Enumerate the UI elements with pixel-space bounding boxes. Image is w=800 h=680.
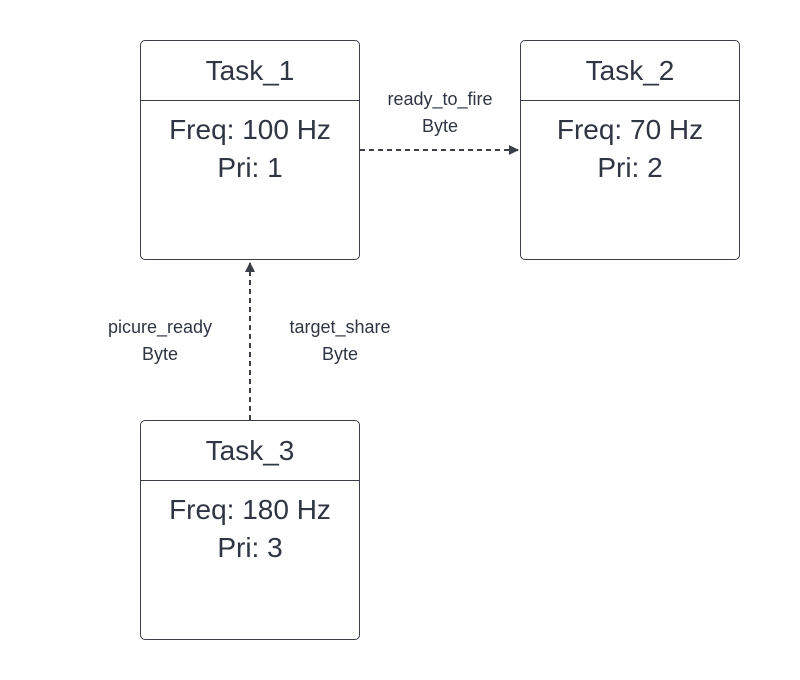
edge-label-type: Byte: [421, 116, 459, 136]
task-2-attributes: Freq: 70 Hz Pri: 2: [521, 101, 739, 187]
task-1-freq: Freq: 100 Hz: [169, 114, 331, 145]
task-2-freq: Freq: 70 Hz: [556, 114, 704, 145]
task-1-box[interactable]: Task_1 Freq: 100 Hz Pri: 1: [140, 40, 360, 260]
task-2-pri: Pri: 2: [597, 152, 663, 183]
edge-label-type: Byte: [141, 344, 179, 364]
task-1-pri: Pri: 1: [217, 152, 283, 183]
task-1-title: Task_1: [141, 41, 359, 101]
edge-label-target-share: target_share Byte: [268, 314, 412, 368]
task-3-title: Task_3: [141, 421, 359, 481]
edge-label-type: Byte: [321, 344, 359, 364]
task-2-box[interactable]: Task_2 Freq: 70 Hz Pri: 2: [520, 40, 740, 260]
edge-label-picure-ready: picure_ready Byte: [90, 314, 230, 368]
task-1-attributes: Freq: 100 Hz Pri: 1: [141, 101, 359, 187]
task-3-freq: Freq: 180 Hz: [169, 494, 331, 525]
edge-label-ready-to-fire: ready_to_fire Byte: [368, 86, 512, 140]
task-3-pri: Pri: 3: [217, 532, 283, 563]
task-3-box[interactable]: Task_3 Freq: 180 Hz Pri: 3: [140, 420, 360, 640]
edge-label-name: ready_to_fire: [387, 89, 493, 109]
edge-label-name: target_share: [289, 317, 391, 337]
task-2-title: Task_2: [521, 41, 739, 101]
edge-label-name: picure_ready: [107, 317, 213, 337]
task-3-attributes: Freq: 180 Hz Pri: 3: [141, 481, 359, 567]
